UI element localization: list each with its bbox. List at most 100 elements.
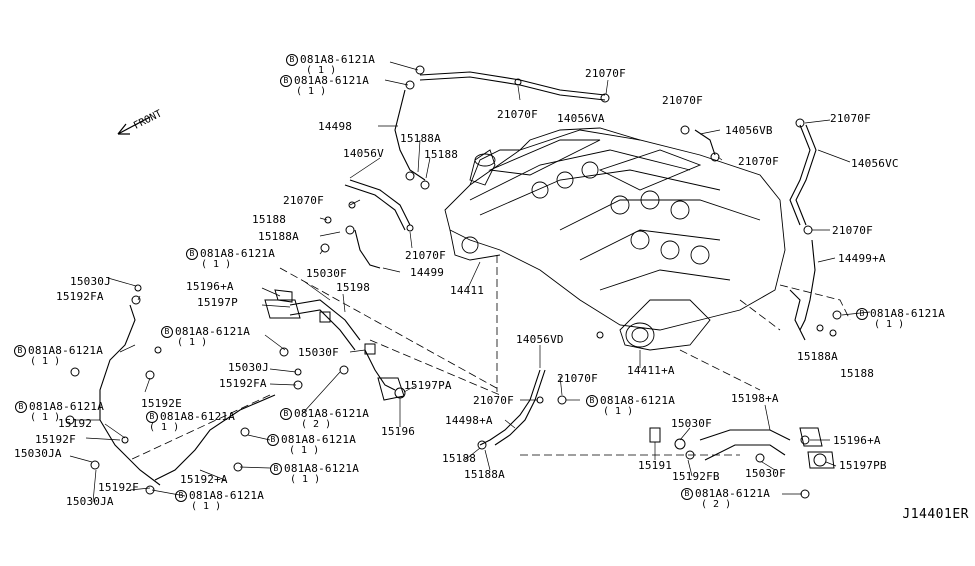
callout-text: 081A8-6121A (870, 307, 946, 320)
callout-text: 081A8-6121A (294, 407, 370, 420)
part-number-callout: 14056VB (725, 125, 773, 137)
bolt-symbol-icon: B (146, 411, 158, 423)
part-number-callout: 14056VC (851, 158, 899, 170)
part-number-callout: 15198 (336, 282, 370, 294)
callout-text: 081A8-6121A (284, 462, 360, 475)
callout-text: 14056VB (725, 124, 773, 137)
callout-text: ( 1 ) (30, 356, 61, 367)
callout-text: 081A8-6121A (695, 487, 771, 500)
callout-text: 081A8-6121A (600, 394, 676, 407)
callout-text: 15198+A (731, 392, 779, 405)
part-number-callout: 15197P (197, 297, 238, 309)
leader-lines (69, 61, 871, 503)
part-number-callout: 15188 (252, 214, 286, 226)
callout-text: 15030J (228, 361, 269, 374)
quantity-label: ( 1 ) (191, 501, 221, 512)
front-arrow-icon (117, 116, 151, 135)
callout-text: 15030J (70, 275, 111, 288)
callout-text: 21070F (283, 194, 324, 207)
callout-text: 15030JA (66, 495, 114, 508)
callout-text: 15188A (464, 468, 505, 481)
callout-text: ( 1 ) (177, 337, 208, 348)
callout-text: 21070F (557, 372, 598, 385)
callout-text: 081A8-6121A (281, 433, 357, 446)
callout-text: ( 1 ) (603, 406, 634, 417)
part-number-callout: 15030F (298, 347, 339, 359)
part-number-callout: 21070F (473, 395, 514, 407)
callout-text: ( 1 ) (874, 319, 905, 330)
part-number-callout: 15192FB (672, 471, 720, 483)
bolt-symbol-icon: B (586, 395, 598, 407)
callout-text: 21070F (830, 112, 871, 125)
callout-text: 15188 (840, 367, 875, 380)
part-number-callout: 15188A (400, 133, 441, 145)
part-number-callout: 15192F (98, 482, 139, 494)
bolt-symbol-icon: B (175, 490, 187, 502)
part-number-callout: 15192FA (219, 378, 267, 390)
quantity-label: ( 1 ) (30, 412, 60, 423)
callout-text: 14498 (318, 120, 353, 133)
part-number-callout: 15030F (306, 268, 347, 280)
part-number-callout: 15198+A (731, 393, 779, 405)
callout-text: ( 2 ) (301, 419, 332, 430)
quantity-label: ( 2 ) (301, 419, 331, 430)
part-number-callout: 15188A (464, 469, 505, 481)
callout-text: 21070F (738, 155, 779, 168)
part-number-callout: 21070F (497, 109, 538, 121)
quantity-label: ( 1 ) (874, 319, 904, 330)
callout-text: 15197PA (404, 379, 452, 392)
callout-text: 15192F (35, 433, 76, 446)
callout-text: 14056VA (557, 112, 605, 125)
quantity-label: ( 1 ) (290, 474, 320, 485)
callout-text: 15196 (381, 425, 416, 438)
callout-text: ( 1 ) (296, 86, 327, 97)
part-number-callout: 15196 (381, 426, 415, 438)
callout-text: 21070F (473, 394, 514, 407)
part-number-callout: 15030F (671, 418, 712, 430)
callout-text: 15030F (671, 417, 712, 430)
part-number-callout: 14498+A (445, 415, 493, 427)
callout-text: 15196+A (186, 280, 234, 293)
bolt-symbol-icon: B (161, 326, 173, 338)
engine-block (444, 127, 786, 351)
part-number-callout: 15192+A (180, 474, 228, 486)
callout-text: 15197P (197, 296, 238, 309)
part-number-callout: 15188A (258, 231, 299, 243)
part-number-callout: 15196+A (186, 281, 234, 293)
part-number-callout: 14056VD (516, 334, 564, 346)
bolt-symbol-icon: B (15, 401, 27, 413)
callout-text: 15188 (442, 452, 477, 465)
bolt-symbol-icon: B (267, 434, 279, 446)
callout-text: 21070F (662, 94, 703, 107)
bolt-symbol-icon: B (681, 488, 693, 500)
callout-text: 081A8-6121A (175, 325, 251, 338)
part-number-callout: 14499+A (838, 253, 886, 265)
part-number-callout: 15192E (141, 398, 182, 410)
part-number-callout: 14499 (410, 267, 444, 279)
quantity-label: ( 1 ) (177, 337, 207, 348)
part-number-callout: 21070F (830, 113, 871, 125)
callout-text: 15192+A (180, 473, 228, 486)
brackets (264, 289, 835, 469)
part-number-callout: 15196+A (833, 435, 881, 447)
callout-text: 15188 (252, 213, 287, 226)
callout-text: 14411+A (627, 364, 675, 377)
bolt-symbol-icon: B (186, 248, 198, 260)
reference-lines (129, 255, 851, 461)
bolt-symbol-icon: B (286, 54, 298, 66)
bolt-symbol-icon: B (280, 75, 292, 87)
callout-text: ( 2 ) (701, 499, 732, 510)
part-number-callout: 21070F (738, 156, 779, 168)
callout-text: 081A8-6121A (28, 344, 104, 357)
quantity-label: ( 1 ) (296, 86, 326, 97)
